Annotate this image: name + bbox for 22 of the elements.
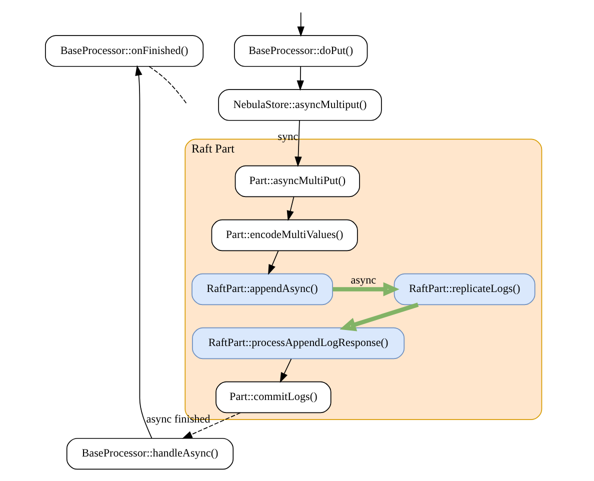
node-box: BaseProcessor::doPut() [234, 35, 368, 67]
node-box: RaftPart::appendAsync() [192, 273, 333, 306]
node-box: RaftPart::processAppendLogResponse() [192, 327, 405, 360]
node-box: RaftPart::replicateLogs() [394, 273, 536, 306]
node-box: Part::encodeMultiValues() [211, 219, 358, 252]
arrow [296, 66, 304, 91]
node-box: Part::commitLogs() [216, 381, 332, 414]
arrow [268, 250, 279, 275]
edge-label: async [350, 274, 376, 287]
node-box: BaseProcessor::handleAsync() [66, 438, 234, 470]
node-box: NebulaStore::asyncMultiput() [218, 89, 382, 121]
arrow [182, 412, 241, 439]
arrow [340, 302, 419, 332]
node-box: BaseProcessor::onFinished() [45, 35, 204, 67]
arrow [297, 12, 304, 37]
arrow [332, 282, 400, 296]
arrow [280, 358, 292, 383]
node-box: Part::asyncMultiPut() [234, 165, 360, 198]
arrow [135, 65, 152, 439]
arrow [294, 120, 302, 167]
connector [148, 66, 188, 104]
arrow [286, 196, 294, 221]
